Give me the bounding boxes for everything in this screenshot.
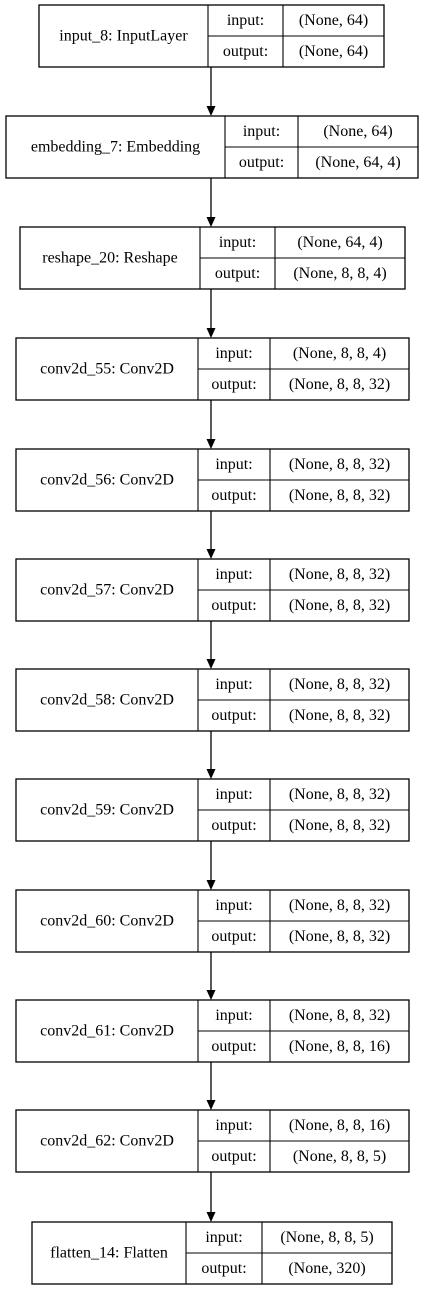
layer-node: conv2d_59: Conv2D input: output: (None, 8, …: [15, 778, 410, 842]
output-label: output:: [239, 154, 284, 171]
input-shape: (None, 8, 8, 32): [289, 897, 390, 914]
layer-node: conv2d_60: Conv2D input: output: (None, 8, …: [15, 889, 410, 953]
layer-name: reshape_20: Reshape: [42, 250, 178, 267]
input-shape: (None, 8, 8, 16): [289, 1117, 390, 1134]
edge-arrow: [206, 178, 216, 227]
input-shape: (None, 64): [323, 123, 392, 140]
edge-arrow: [206, 621, 216, 669]
input-shape: (None, 64, 4): [297, 234, 382, 251]
output-shape: (None, 8, 8, 32): [289, 928, 390, 945]
output-label: output:: [211, 487, 256, 504]
layer-box: [5, 115, 419, 179]
layer-name: flatten_14: Flatten: [50, 1245, 168, 1262]
output-shape: (None, 64): [299, 43, 368, 60]
input-label: input:: [219, 234, 256, 251]
layer-node: conv2d_56: Conv2D input: output: (None, 8, …: [15, 448, 410, 512]
input-label: input:: [215, 786, 252, 803]
output-label: output:: [215, 265, 260, 282]
input-label: input:: [215, 345, 252, 362]
layer-name: conv2d_55: Conv2D: [40, 361, 174, 378]
layer-name: conv2d_60: Conv2D: [40, 913, 174, 930]
output-label: output:: [211, 928, 256, 945]
output-label: output:: [201, 1260, 246, 1277]
arrowhead-icon: [206, 439, 216, 449]
output-label: output:: [211, 817, 256, 834]
input-label: input:: [227, 12, 264, 29]
output-shape: (None, 8, 8, 5): [293, 1148, 386, 1165]
output-shape: (None, 320): [288, 1260, 365, 1277]
edge-arrow: [206, 952, 216, 1000]
input-shape: (None, 8, 8, 32): [289, 456, 390, 473]
layer-node: flatten_14: Flatten input: output: (None, 8…: [31, 1221, 393, 1285]
output-shape: (None, 8, 8, 32): [289, 487, 390, 504]
layer-name: input_8: InputLayer: [59, 28, 188, 45]
input-shape: (None, 8, 8, 32): [289, 1007, 390, 1024]
output-label: output:: [211, 376, 256, 393]
output-shape: (None, 8, 8, 4): [293, 265, 386, 282]
input-label: input:: [215, 456, 252, 473]
output-shape: (None, 8, 8, 32): [289, 376, 390, 393]
arrowhead-icon: [206, 1100, 216, 1110]
layer-node: conv2d_61: Conv2D input: output: (None, 8, …: [15, 999, 410, 1063]
input-shape: (None, 8, 8, 32): [289, 786, 390, 803]
arrowhead-icon: [206, 328, 216, 338]
layer-node: conv2d_55: Conv2D input: output: (None, 8, …: [15, 337, 410, 401]
input-label: input:: [215, 566, 252, 583]
output-shape: (None, 8, 8, 32): [289, 707, 390, 724]
layer-name: conv2d_62: Conv2D: [40, 1133, 174, 1150]
output-shape: (None, 8, 8, 16): [289, 1038, 390, 1055]
output-label: output:: [211, 597, 256, 614]
layer-node: conv2d_57: Conv2D input: output: (None, 8, …: [15, 558, 410, 622]
input-shape: (None, 8, 8, 5): [280, 1229, 373, 1246]
edge-arrow: [206, 841, 216, 890]
input-label: input:: [215, 676, 252, 693]
layer-nodes: input_8: InputLayer input: output: (None, 6…: [5, 4, 419, 1285]
arrowhead-icon: [206, 659, 216, 669]
edge-arrow: [206, 1172, 216, 1222]
output-label: output:: [223, 43, 268, 60]
edge-arrow: [206, 400, 216, 449]
input-label: input:: [215, 1007, 252, 1024]
layer-name: conv2d_61: Conv2D: [40, 1023, 174, 1040]
layer-name: embedding_7: Embedding: [31, 139, 200, 156]
input-label: input:: [243, 123, 280, 140]
layer-node: reshape_20: Reshape input: output: (None, 6…: [19, 226, 406, 290]
arrowhead-icon: [206, 106, 216, 116]
input-shape: (None, 8, 8, 32): [289, 676, 390, 693]
input-shape: (None, 8, 8, 32): [289, 566, 390, 583]
arrowhead-icon: [206, 880, 216, 890]
layer-name: conv2d_58: Conv2D: [40, 692, 174, 709]
layer-node: input_8: InputLayer input: output: (None, 6…: [38, 4, 385, 68]
arrowhead-icon: [206, 990, 216, 1000]
output-label: output:: [211, 1148, 256, 1165]
edge-arrow: [206, 731, 216, 779]
layer-name: conv2d_56: Conv2D: [40, 472, 174, 489]
output-shape: (None, 8, 8, 32): [289, 817, 390, 834]
input-shape: (None, 8, 8, 4): [293, 345, 386, 362]
output-label: output:: [211, 1038, 256, 1055]
arrowhead-icon: [206, 549, 216, 559]
edge-arrow: [206, 1062, 216, 1110]
layer-node: conv2d_62: Conv2D input: output: (None, 8, …: [15, 1109, 410, 1173]
edge-arrow: [206, 511, 216, 559]
output-shape: (None, 64, 4): [315, 154, 400, 171]
input-label: input:: [215, 897, 252, 914]
arrowhead-icon: [206, 217, 216, 227]
layer-node: embedding_7: Embedding input: output: (None…: [5, 115, 419, 179]
arrowhead-icon: [206, 769, 216, 779]
layer-name: conv2d_57: Conv2D: [40, 582, 174, 599]
edge-arrow: [206, 67, 216, 116]
input-shape: (None, 64): [299, 12, 368, 29]
arrowhead-icon: [206, 1212, 216, 1222]
layer-node: conv2d_58: Conv2D input: output: (None, 8, …: [15, 668, 410, 732]
output-shape: (None, 8, 8, 32): [289, 597, 390, 614]
input-label: input:: [205, 1229, 242, 1246]
edges: [206, 67, 216, 1222]
edge-arrow: [206, 289, 216, 338]
layer-name: conv2d_59: Conv2D: [40, 802, 174, 819]
input-label: input:: [215, 1117, 252, 1134]
output-label: output:: [211, 707, 256, 724]
